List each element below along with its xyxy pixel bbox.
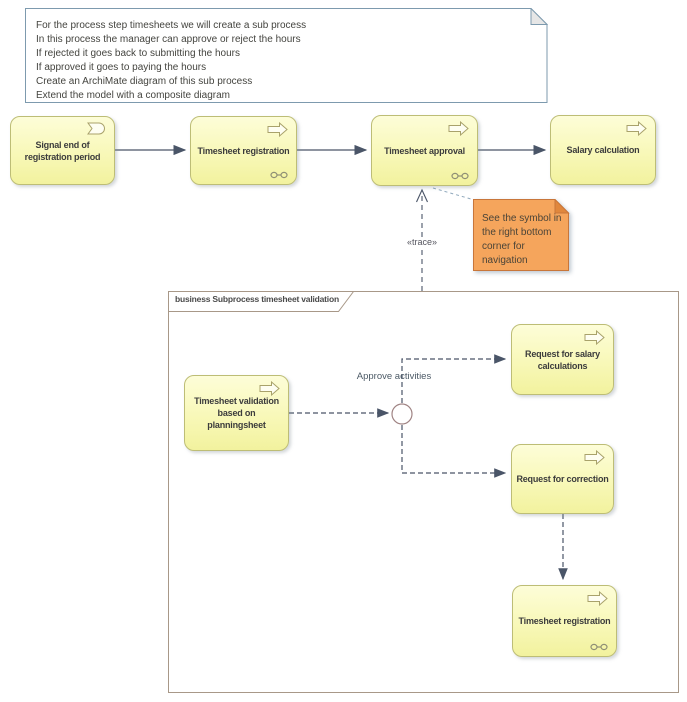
note-line: In this process the manager can approve … bbox=[36, 34, 301, 45]
note-shape bbox=[25, 8, 548, 103]
connector-notelink[interactable] bbox=[432, 187, 472, 200]
trace-text: «trace» bbox=[404, 237, 440, 247]
orange-note-body bbox=[473, 199, 569, 271]
orange-note-text: See the symbol in the right bottom corne… bbox=[482, 212, 570, 268]
note-line: If rejected it goes back to submitting t… bbox=[36, 48, 240, 59]
element-timesheet-approval[interactable]: Timesheet approval bbox=[371, 115, 478, 186]
trace-stereotype-label: «trace» bbox=[398, 237, 446, 247]
orange-note-line: corner for navigation bbox=[482, 241, 528, 266]
business-process-icon bbox=[626, 120, 647, 137]
element-label: Signal end of registration period bbox=[24, 139, 101, 162]
trace-open-arrowhead-icon bbox=[416, 188, 428, 203]
element-label: Timesheet approval bbox=[384, 145, 465, 156]
junction-label: Approve activities bbox=[356, 371, 432, 382]
element-signal-end-of-registration-period[interactable]: Signal end of registration period bbox=[10, 116, 115, 185]
note-body bbox=[25, 8, 548, 103]
business-process-icon bbox=[448, 120, 469, 137]
business-process-icon bbox=[267, 121, 288, 138]
note-line: For the process step timesheets we will … bbox=[36, 20, 307, 31]
note-line: Extend the model with a composite diagra… bbox=[36, 90, 230, 101]
business-process-icon bbox=[587, 590, 608, 607]
orange-note-fold-icon bbox=[554, 199, 570, 214]
element-timesheet-registration-sub[interactable]: Timesheet registration bbox=[512, 585, 617, 657]
frame-tab-pentagon bbox=[168, 291, 355, 312]
note-fold-icon bbox=[530, 8, 548, 25]
navigation-hint-note[interactable]: See the symbol in the right bottom corne… bbox=[473, 199, 570, 272]
business-process-icon bbox=[584, 329, 605, 346]
orange-note-shape bbox=[473, 199, 570, 271]
business-process-icon bbox=[259, 380, 280, 397]
element-timesheet-validation[interactable]: Timesheet validation based on planningsh… bbox=[184, 375, 289, 451]
element-request-for-salary-calculations[interactable]: Request for salary calculations bbox=[511, 324, 614, 395]
frame-title: business Subprocess timesheet validation bbox=[175, 294, 339, 304]
element-label: Salary calculation bbox=[566, 145, 640, 155]
note-line: If approved it goes to paying the hours bbox=[36, 62, 207, 73]
element-label: Timesheet registration bbox=[518, 616, 611, 626]
navigation-link-icon[interactable] bbox=[270, 171, 288, 179]
element-label: Timesheet registration bbox=[197, 145, 290, 156]
element-label: Timesheet validation based on planningsh… bbox=[194, 396, 279, 430]
element-request-for-correction[interactable]: Request for correction bbox=[511, 444, 614, 514]
requirements-note[interactable]: For the process step timesheets we will … bbox=[25, 8, 548, 103]
business-process-icon bbox=[584, 449, 605, 466]
navigation-link-icon[interactable] bbox=[590, 643, 608, 651]
element-salary-calculation[interactable]: Salary calculation bbox=[550, 115, 656, 185]
element-label: Request for correction bbox=[516, 474, 609, 484]
element-timesheet-registration[interactable]: Timesheet registration bbox=[190, 116, 297, 185]
orange-note-line: See the symbol in bbox=[482, 213, 562, 224]
note-text: For the process step timesheets we will … bbox=[36, 19, 306, 103]
navigation-link-icon[interactable] bbox=[451, 172, 469, 180]
business-event-icon bbox=[86, 122, 106, 135]
note-line: Create an ArchiMate diagram of this sub … bbox=[36, 76, 253, 87]
element-label: Request for salary calculations bbox=[525, 348, 600, 371]
orange-note-line: the right bottom bbox=[482, 227, 552, 238]
frame-tab-shape bbox=[168, 291, 355, 312]
